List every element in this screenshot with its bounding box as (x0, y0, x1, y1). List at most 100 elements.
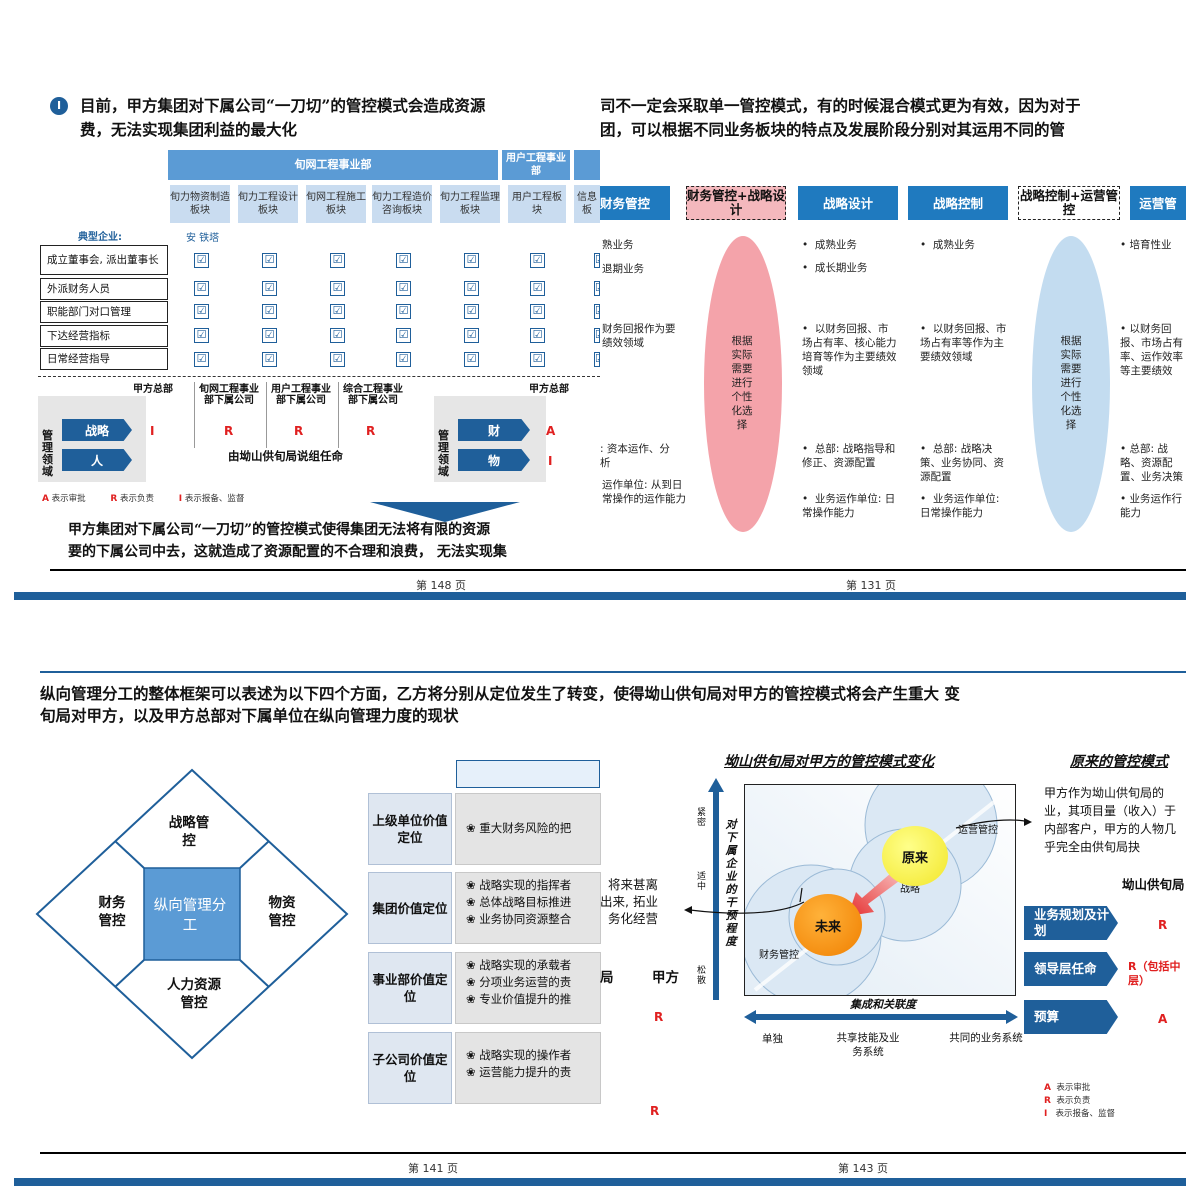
lower-header: 甲方总部 (133, 384, 173, 395)
checkbox-icon: ☑ (330, 304, 345, 319)
headline-top-right-1: 司不一定会采取单一管控模式，有的时候混合模式更为有效，因为对于 (600, 96, 1081, 115)
checkbox-icon: ☑ (396, 352, 411, 367)
x-axis-arrow-icon (744, 1010, 1018, 1024)
position-tab: 事业部价值定位 (368, 952, 452, 1024)
text-col3: • 以财务回报、市场占有率、核心能力培育等作为主要绩效领域 (802, 323, 897, 377)
list-item: ❀ 运营能力提升的责 (466, 1065, 572, 1079)
list-item: ❀ 总体战略目标推进 (466, 895, 572, 909)
text-col6: • 总部: 战略、资源配置、业务决策 (1120, 443, 1183, 483)
headline-top-left-1: 目前，甲方集团对下属公司“一刀切”的管控模式会造成资源 (80, 96, 486, 115)
typical-note: 安 铁塔 (186, 233, 220, 244)
control-box: 预算 (1024, 1000, 1118, 1034)
code-cell: A (1158, 1012, 1168, 1026)
diamond-top: 战略管控 (168, 815, 210, 849)
page-number: 第 148 页 (416, 579, 466, 592)
mgmt-label-left: 管理领域 (42, 429, 53, 478)
page-number: 第 143 页 (838, 1162, 888, 1175)
dept-header-1: 旬网工程事业部 (168, 150, 498, 180)
checkbox-icon: ☑ (262, 281, 277, 296)
checkbox-icon: ☑ (594, 352, 600, 367)
column-header: 旬力工程监理板块 (440, 185, 500, 223)
legend: A 表示审批 R 表示负责 I 表示报备、监督 (1044, 1083, 1115, 1119)
checkbox-icon: ☑ (594, 253, 600, 268)
code-cell: R (224, 424, 234, 438)
pink-oval (704, 236, 782, 532)
position-items: ❀ 战略实现的承载者 ❀ 分项业务运营的责 ❀ 专业价值提升的推 (455, 952, 601, 1024)
checkbox-icon: ☑ (262, 304, 277, 319)
zone-fin: 财务管控 (759, 950, 799, 961)
column-header: 旬网工程施工板块 (306, 185, 366, 223)
position-tab: 子公司价值定位 (368, 1032, 452, 1104)
text-col4: • 业务运作单位: 日常操作能力 (920, 493, 1000, 519)
code-cell: R (366, 424, 376, 438)
row-label: 日常经营指导 (40, 348, 168, 370)
page-number: 第 141 页 (408, 1162, 458, 1175)
text-col1: 财务回报作为要绩效领域 (602, 323, 676, 349)
text-col6: • 业务运作行能力 (1120, 493, 1183, 519)
column-header: 用户工程板块 (508, 185, 566, 223)
mode-header: 财务管控 (600, 186, 670, 220)
code-cell: R (294, 424, 304, 438)
footer-rule (600, 1152, 1186, 1154)
lower-header: 综合工程事业部下属公司 (343, 384, 403, 406)
row-label: 外派财务人员 (40, 278, 168, 300)
list-item: ❀ 重大财务风险的把 (466, 821, 572, 835)
mode-header: 战略设计 (798, 186, 898, 220)
headline-top-right-2: 团，可以根据不同业务板块的特点及发展阶段分别对其运用不同的管 (600, 120, 1066, 139)
list-item: ❀ 专业价值提升的推 (466, 992, 572, 1006)
connector-icon (684, 818, 1032, 914)
y-tick-bot: 松散 (697, 966, 707, 986)
x-tick: 单独 (762, 1033, 783, 1045)
text-col6: • 培育性业 (1120, 239, 1172, 251)
item-hr: 人 (62, 449, 132, 471)
text-col4: • 成熟业务 (920, 239, 975, 251)
checkbox-icon: ☑ (330, 328, 345, 343)
checkbox-icon: ☑ (594, 328, 600, 343)
lower-header: 用户工程事业部下属公司 (271, 384, 331, 406)
checkbox-icon: ☑ (594, 281, 600, 296)
blue-oval-text: 根据实际需要进行个性化选择 (1060, 335, 1082, 431)
checkbox-icon: ☑ (464, 281, 479, 296)
divider-dashed (38, 376, 600, 377)
center-note: 由坳山供旬局说组任命 (228, 449, 343, 463)
text-col3: • 总部: 战略指导和修正、资源配置 (802, 443, 896, 469)
code-cell: I (548, 454, 553, 468)
position-items: ❀ 重大财务风险的把 (455, 793, 601, 865)
code-cell: R (650, 1104, 660, 1118)
x-tick: 共享技能及业务系统 (836, 1032, 900, 1058)
lower-header: 旬网工程事业部下属公司 (199, 384, 259, 406)
dept-header-3 (574, 150, 600, 180)
mode-header: 战略控制+运营管控 (1018, 186, 1120, 220)
row-label: 下达经营指标 (40, 325, 168, 347)
column-header: 旬力物资制造板块 (170, 185, 230, 223)
text-col3: • 成熟业务 (802, 239, 857, 251)
separator-band (14, 592, 1186, 600)
checkbox-icon: ☑ (330, 281, 345, 296)
position-tab: 集团价值定位 (368, 872, 452, 944)
top-rule-bottom (40, 671, 1186, 673)
zone-strat: 战略 (900, 884, 920, 895)
summary-line-1: 甲方集团对下属公司“一刀切”的管控模式使得集团无法将有限的资源 (68, 522, 491, 538)
list-item: ❀ 战略实现的指挥者 (466, 878, 572, 892)
footer-rule (40, 1152, 600, 1154)
column-header: 旬力工程造价咨询板块 (372, 185, 432, 223)
footer-rule (50, 569, 600, 571)
code-cell: I (150, 424, 155, 438)
dept-header-2: 用户工程事业部 (502, 150, 570, 180)
row-label: 成立董事会, 派出董事长 (40, 245, 168, 275)
item-finance: 财 (458, 419, 530, 441)
text-col1: 退期业务 (602, 263, 644, 275)
divider-vertical (266, 382, 267, 448)
checkbox-icon: ☑ (194, 281, 209, 296)
new-bubble: 未来 (794, 894, 862, 956)
right-subtitle: 坳山供旬局 (1122, 877, 1185, 892)
checkbox-icon: ☑ (530, 352, 545, 367)
checkbox-icon: ☑ (464, 304, 479, 319)
checkbox-icon: ☑ (194, 304, 209, 319)
control-box: 领导层任命 (1024, 952, 1118, 986)
typical-label: 典型企业: (78, 232, 122, 243)
future-note: 将来甚离出来, 拓业务化经营 (600, 877, 658, 926)
checkbox-icon: ☑ (530, 253, 545, 268)
checkbox-icon: ☑ (262, 352, 277, 367)
checkbox-icon: ☑ (396, 328, 411, 343)
